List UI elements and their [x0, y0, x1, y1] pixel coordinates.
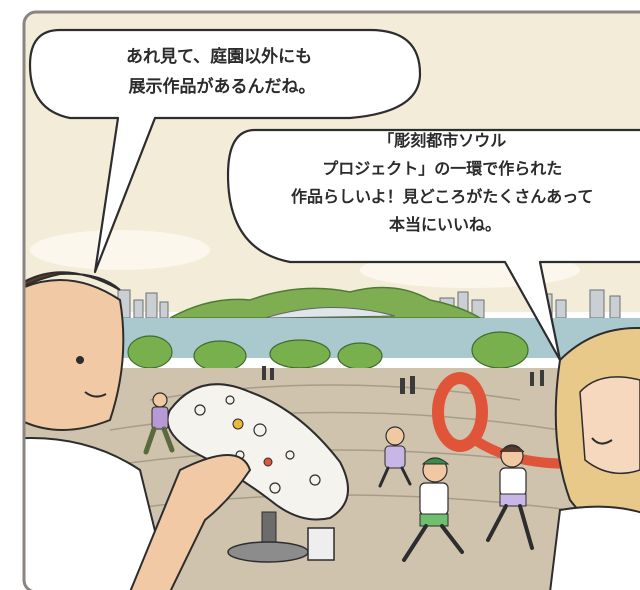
bubble-2-line-2: プロジェクト」の一環で作られた [322, 159, 562, 178]
boy-character [24, 271, 252, 590]
cloud [30, 230, 210, 270]
bubble-1-text: あれ見て、庭園以外にも 展示作品があるんだね。 [126, 46, 318, 97]
running-kid-2 [402, 457, 464, 562]
bubble-1-line-1: あれ見て、庭園以外にも [126, 46, 312, 67]
info-sign [307, 527, 335, 561]
bubble-2-line-4: 本当にいいね。 [389, 215, 501, 234]
bubble-2-line-1: 「彫刻都市ソウル [378, 131, 506, 150]
bubble-2-line-3: 作品らしいよ！見どころがたくさんあって [291, 187, 593, 206]
speckled-sculpture [166, 383, 349, 563]
distant-hills [169, 286, 483, 319]
girl-character [548, 327, 640, 590]
stadium [264, 307, 396, 319]
bubble-1-line-2: 展示作品があるんだね。 [129, 76, 316, 97]
bubble-2-text: 「彫刻都市ソウル プロジェクト」の一環で作られた 作品らしいよ！見どころがたくさ… [291, 131, 599, 234]
panel-frame [22, 10, 640, 590]
speech-bubble-girl: 「彫刻都市ソウル プロジェクト」の一環で作られた 作品らしいよ！見どころがたくさ… [226, 128, 640, 362]
river [24, 318, 640, 358]
speech-bubble-boy: あれ見て、庭園以外にも 展示作品があるんだね。 [28, 28, 422, 274]
walking-man [143, 392, 175, 455]
running-kid-3 [486, 444, 534, 550]
trees [127, 331, 529, 372]
running-kid-1 [378, 426, 412, 488]
background-people [262, 366, 544, 394]
